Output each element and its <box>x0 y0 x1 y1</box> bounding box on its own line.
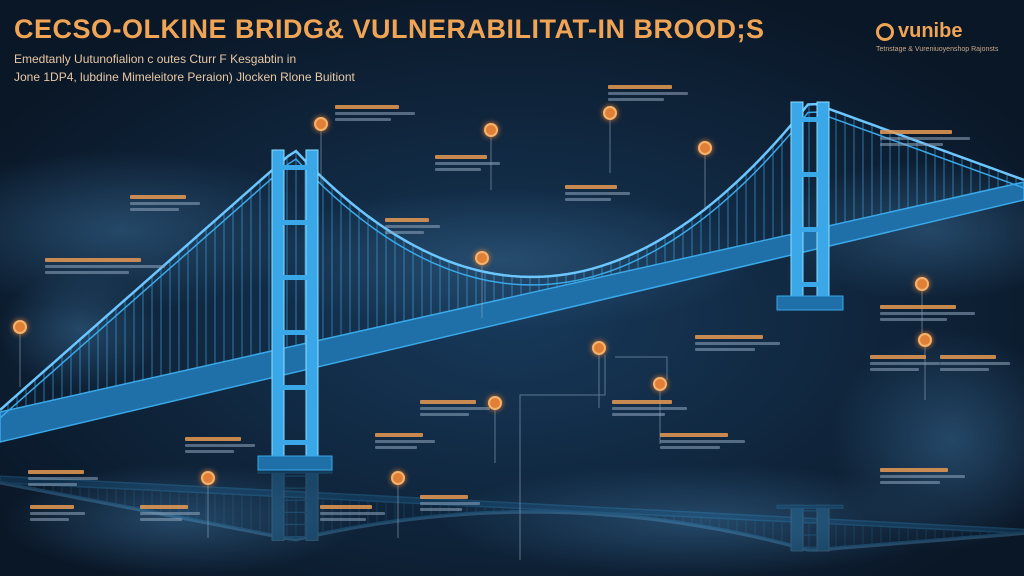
main-cable <box>0 102 1024 411</box>
annotation-callout <box>45 258 165 277</box>
leader-line <box>519 355 606 560</box>
warning-node-icon <box>13 320 27 334</box>
tower-crossbeam <box>797 510 823 512</box>
tower-crossbeam <box>278 385 312 390</box>
warning-node-icon <box>201 471 215 485</box>
annotation-callout <box>185 437 255 456</box>
tower-crossbeam <box>278 511 312 513</box>
tower-base <box>776 295 844 311</box>
annotation-callout <box>660 433 745 452</box>
warning-node-icon <box>653 377 667 391</box>
bridge <box>0 101 1024 471</box>
annotation-callout <box>612 400 687 419</box>
warning-node-icon <box>592 341 606 355</box>
annotation-callout <box>335 105 415 124</box>
tower-base <box>257 455 333 471</box>
tower-leg <box>816 504 830 552</box>
tower-crossbeam <box>278 523 312 525</box>
bridge-deck <box>0 181 1024 443</box>
annotation-callout <box>385 218 440 237</box>
tower-leg <box>816 101 830 311</box>
annotation-callout <box>695 335 780 354</box>
annotation-callout <box>140 505 200 524</box>
tower-leg <box>790 101 804 311</box>
annotation-callout <box>435 155 500 174</box>
cloud <box>0 270 160 390</box>
warning-node-icon <box>918 333 932 347</box>
warning-node-icon <box>915 277 929 291</box>
tower-leg <box>271 149 285 471</box>
bridge-deck <box>0 475 1024 535</box>
tower-crossbeam <box>797 522 823 524</box>
tower-crossbeam <box>797 227 823 232</box>
annotation-callout <box>320 505 385 524</box>
tower-leg <box>305 469 319 541</box>
subtitle-line-1: Emedtanly Uutunofialion c outes Cturr F … <box>14 52 297 66</box>
tower-crossbeam <box>797 117 823 122</box>
annotation-callout <box>420 495 480 514</box>
brand-logo: vunibe <box>876 20 962 43</box>
annotation-callout <box>30 505 85 524</box>
annotation-callout <box>870 355 940 374</box>
warning-node-icon <box>698 141 712 155</box>
main-cable <box>0 481 1024 552</box>
logo-tagline: Tetnstage & Vureniuoyenshop Rajonsts <box>876 46 999 53</box>
annotation-callout <box>420 400 490 419</box>
tower-crossbeam <box>278 536 312 538</box>
tower-crossbeam <box>278 220 312 225</box>
tower-crossbeam <box>278 475 312 477</box>
annotation-callout <box>565 185 630 204</box>
cloud <box>440 464 960 576</box>
warning-node-icon <box>475 251 489 265</box>
page-title: CECSO-OLKINE BRIDG& VULNERABILITAT-IN BR… <box>14 14 765 44</box>
logo-text: vunibe <box>898 20 963 42</box>
tower-crossbeam <box>278 440 312 445</box>
warning-node-icon <box>484 123 498 137</box>
tower-leg <box>271 469 285 541</box>
annotation-callout <box>880 305 975 324</box>
bridge-reflection <box>0 469 1024 552</box>
tower-crossbeam <box>797 534 823 536</box>
tower-leg <box>305 149 319 471</box>
tower-crossbeam <box>797 282 823 287</box>
annotation-callout <box>130 195 200 214</box>
tower-crossbeam <box>278 275 312 280</box>
tower-leg <box>790 504 804 552</box>
annotation-callout <box>375 433 435 452</box>
warning-node-icon <box>488 396 502 410</box>
tower-base <box>776 504 844 509</box>
tower-crossbeam <box>797 172 823 177</box>
secondary-cable <box>0 111 1024 419</box>
subtitle-line-2: Jone 1DP4, lubdine Mimeleitore Peraion) … <box>14 70 355 84</box>
tower-crossbeam <box>278 330 312 335</box>
annotation-callout <box>880 468 965 487</box>
tower-crossbeam <box>278 487 312 489</box>
annotation-callout <box>608 85 688 104</box>
warning-node-icon <box>603 106 617 120</box>
annotation-callout <box>940 355 1010 374</box>
leader-line <box>615 356 668 380</box>
annotation-callout <box>880 130 970 149</box>
tower-crossbeam <box>797 546 823 548</box>
tower-crossbeam <box>278 165 312 170</box>
cloud <box>0 150 320 310</box>
warning-node-icon <box>314 117 328 131</box>
tower-crossbeam <box>278 499 312 501</box>
swirl-logo-icon <box>876 22 894 41</box>
warning-node-icon <box>391 471 405 485</box>
annotation-callout <box>28 470 98 489</box>
